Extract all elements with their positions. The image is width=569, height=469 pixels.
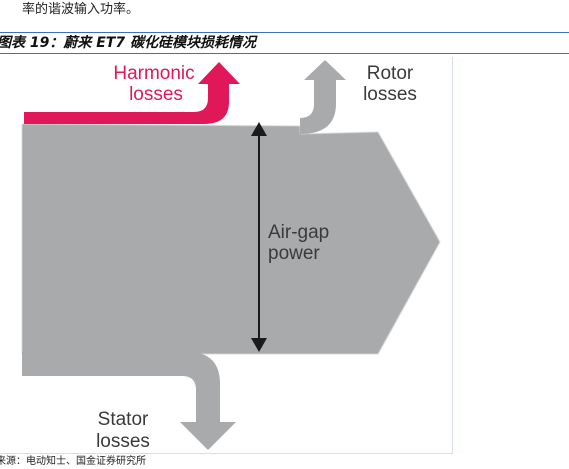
rotor-loss-arrow: [300, 60, 346, 134]
airgap-measure-arrow: [251, 122, 267, 352]
harmonic-label-line2: losses: [129, 84, 183, 105]
figure-caption: 图表 19：蔚来 ET7 碳化硅模块损耗情况: [0, 35, 256, 51]
harmonic-label-line1: Harmonic: [113, 63, 194, 84]
harmonic-loss-arrow: [24, 62, 240, 124]
rotor-label-line1: Rotor: [367, 63, 414, 84]
rotor-label-line2: losses: [363, 84, 417, 105]
stator-loss-arrow: [22, 352, 236, 450]
stator-label-line2: losses: [96, 431, 150, 452]
airgap-label-line2: power: [268, 243, 320, 264]
stator-label-line1: Stator: [98, 409, 149, 430]
loss-flow-diagram: Harmonic losses Rotor losses Air-gap pow…: [22, 60, 440, 452]
airgap-power-arrow: [22, 124, 440, 354]
caption-bar: [0, 32, 569, 54]
body-text: 率的谐波输入功率。: [22, 2, 140, 17]
airgap-label-line1: Air-gap: [268, 222, 329, 243]
figure-frame: [0, 57, 453, 454]
source-note: 来源：电动知士、国金证券研究所: [0, 456, 146, 467]
